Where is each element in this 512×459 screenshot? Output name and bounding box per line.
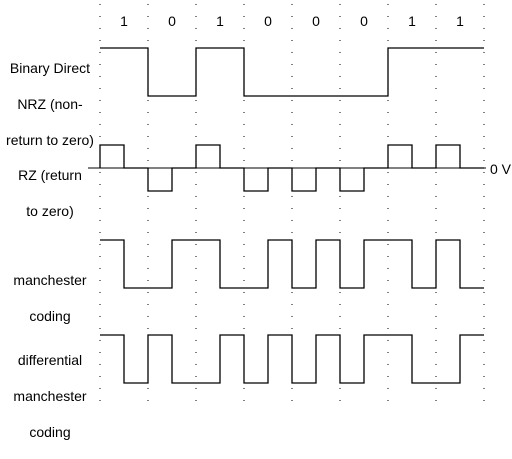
bit-label: 1 (216, 13, 224, 29)
rz-waveform (99, 144, 484, 192)
rz-label: RZ (return to zero) (0, 148, 100, 238)
diff-manchester-label-line-3: coding (29, 424, 71, 440)
bit-labels: 1 0 1 0 0 0 1 1 (120, 13, 464, 29)
bit-label: 0 (264, 13, 272, 29)
differential-manchester-waveform (100, 334, 484, 384)
nrz-waveform (100, 47, 484, 97)
bit-label: 1 (408, 13, 416, 29)
manchester-label-line-2: coding (29, 308, 71, 324)
diff-manchester-label-line-2: manchester (13, 388, 87, 404)
diff-manchester-label: differential manchester coding (0, 333, 100, 459)
nrz-label-line-1: Binary Direct (9, 60, 91, 76)
manchester-label-line-1: manchester (13, 272, 87, 288)
bit-label: 0 (360, 13, 368, 29)
nrz-label-line-2: NRZ (non- (17, 96, 83, 112)
diff-manchester-label-line-1: differential (17, 352, 83, 368)
manchester-waveform (100, 239, 484, 289)
nrz-label: Binary Direct NRZ (non- return to zero) (0, 41, 100, 167)
bit-label: 1 (456, 13, 464, 29)
rz-label-line-2: to zero) (26, 203, 74, 219)
manchester-label: manchester coding (0, 253, 100, 343)
encoding-diagram: 1 0 1 0 0 0 1 1 0 V (88, 4, 512, 404)
zero-volt-label: 0 V (490, 161, 512, 177)
bit-label: 1 (120, 13, 128, 29)
nrz-label-line-3: return to zero) (6, 132, 94, 148)
bit-label: 0 (168, 13, 176, 29)
rz-label-line-1: RZ (return (18, 167, 82, 183)
bit-label: 0 (312, 13, 320, 29)
